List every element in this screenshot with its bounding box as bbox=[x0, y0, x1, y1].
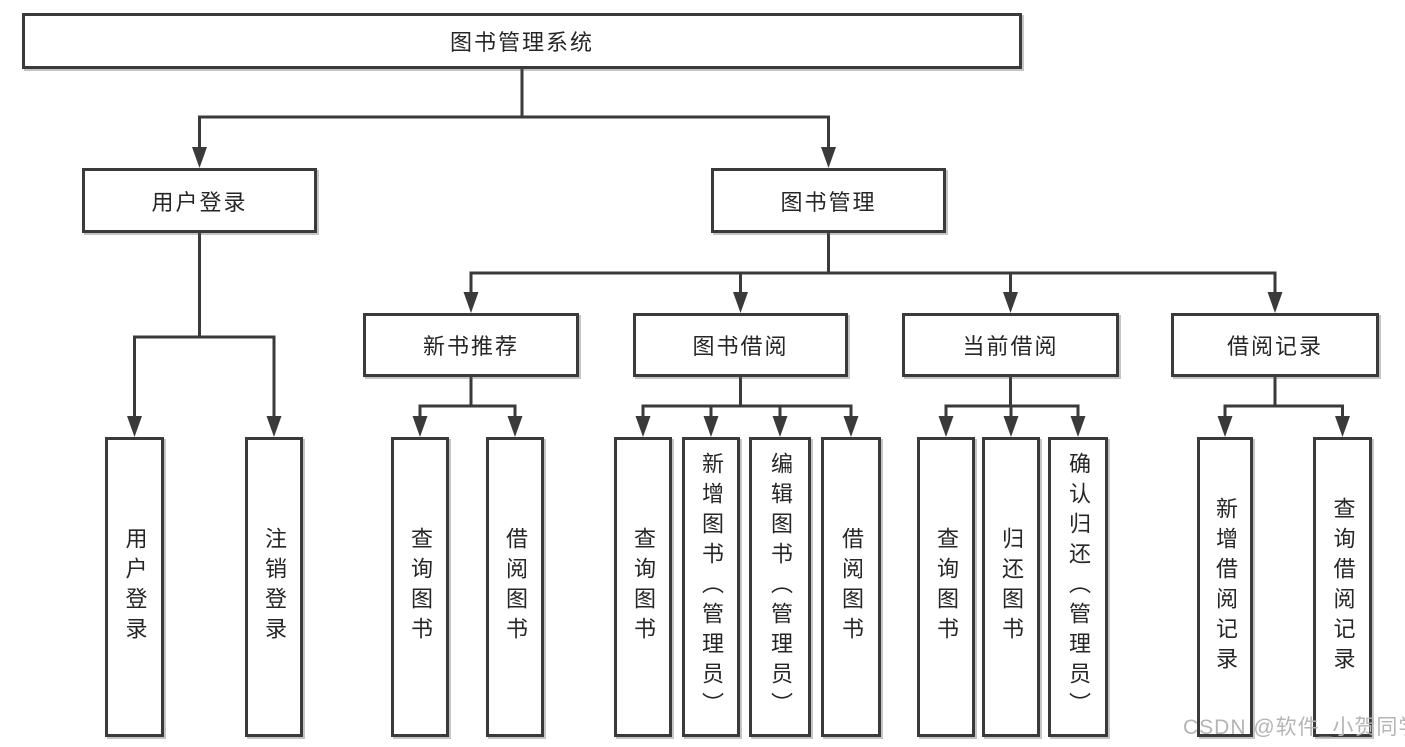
node-label: 借阅图书 bbox=[839, 527, 864, 647]
node-label: 查询图书 bbox=[934, 527, 959, 647]
node-leaf-add-borrow-record: 新增借阅记录 bbox=[1197, 437, 1253, 737]
node-leaf-borrow-book-1: 借阅图书 bbox=[486, 437, 544, 737]
node-label: 用户登录 bbox=[122, 527, 148, 647]
node-label: 用户登录 bbox=[151, 189, 248, 215]
node-label: 图书管理 bbox=[780, 189, 877, 215]
node-label: 确认归还（管理员） bbox=[1066, 452, 1091, 722]
node-label: 新书推荐 bbox=[422, 334, 519, 359]
node-label: 图书管理系统 bbox=[449, 30, 594, 55]
node-leaf-query-book-1: 查询图书 bbox=[391, 437, 449, 737]
node-leaf-return-book: 归还图书 bbox=[982, 437, 1040, 737]
node-leaf-query-book-2: 查询图书 bbox=[614, 437, 672, 737]
node-leaf-add-book: 新增图书（管理员） bbox=[682, 437, 740, 737]
node-leaf-edit-book: 编辑图书（管理员） bbox=[749, 437, 811, 737]
node-label: 查询借阅记录 bbox=[1330, 497, 1356, 677]
node-label: 借阅记录 bbox=[1226, 334, 1323, 359]
node-leaf-borrow-book-2: 借阅图书 bbox=[821, 437, 881, 737]
node-root: 图书管理系统 bbox=[22, 13, 1022, 69]
node-book-borrow: 图书借阅 bbox=[633, 313, 848, 377]
node-label: 新增借阅记录 bbox=[1213, 497, 1238, 677]
node-label: 编辑图书（管理员） bbox=[768, 452, 793, 722]
node-leaf-user-login: 用户登录 bbox=[105, 437, 164, 737]
node-label: 归还图书 bbox=[999, 527, 1024, 647]
node-label: 新增图书（管理员） bbox=[699, 452, 724, 722]
watermark: CSDN @软件_小贺同学 bbox=[1183, 716, 1405, 739]
node-current-borrow: 当前借阅 bbox=[902, 313, 1119, 377]
node-leaf-confirm-return: 确认归还（管理员） bbox=[1048, 437, 1108, 737]
node-label: 查询图书 bbox=[408, 527, 433, 647]
node-label: 图书借阅 bbox=[692, 334, 789, 359]
node-label: 注销登录 bbox=[262, 527, 287, 647]
node-new-book-recommend: 新书推荐 bbox=[363, 313, 579, 377]
node-label: 借阅图书 bbox=[503, 527, 528, 647]
node-borrow-record: 借阅记录 bbox=[1171, 313, 1379, 377]
node-leaf-query-book-3: 查询图书 bbox=[917, 437, 975, 737]
node-leaf-logout: 注销登录 bbox=[245, 437, 303, 737]
node-book-mgmt: 图书管理 bbox=[711, 168, 946, 233]
node-leaf-query-borrow-record: 查询借阅记录 bbox=[1313, 437, 1372, 737]
node-label: 查询图书 bbox=[631, 527, 656, 647]
node-label: 当前借阅 bbox=[962, 334, 1059, 359]
node-user-login: 用户登录 bbox=[82, 168, 317, 233]
